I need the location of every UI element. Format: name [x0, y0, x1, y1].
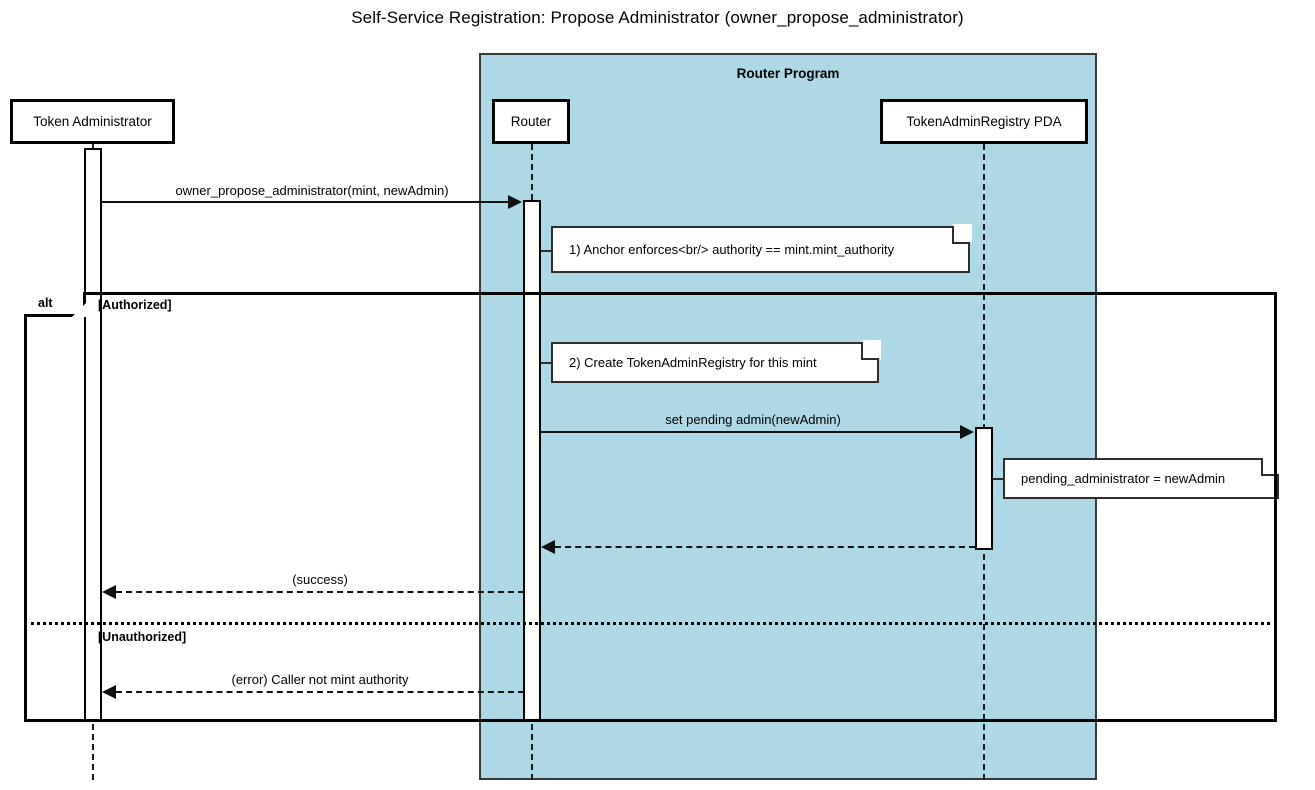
message-line-pda-return: [555, 546, 975, 548]
combined-fragment-operator-alt: alt: [24, 292, 86, 317]
note-anchor-enforces: 1) Anchor enforces<br/> authority == min…: [551, 224, 972, 273]
activation-router: [523, 200, 541, 722]
note-connector-1: [541, 250, 553, 252]
participant-label-token-admin-registry-pda: TokenAdminRegistry PDA: [906, 114, 1062, 129]
message-line-error-caller-not-mint-authority: [116, 691, 524, 693]
message-arrowhead-pda-return: [541, 540, 555, 554]
guard-label-authorized: [Authorized]: [98, 298, 172, 312]
participant-token-administrator[interactable]: Token Administrator: [10, 99, 175, 144]
note-create-token-admin-registry: 2) Create TokenAdminRegistry for this mi…: [551, 340, 881, 383]
activation-token-admin-registry-pda: [975, 427, 993, 550]
note-text-anchor-enforces: 1) Anchor enforces<br/> authority == min…: [569, 242, 895, 257]
guard-label-unauthorized: [Unauthorized]: [98, 630, 187, 644]
message-line-success: [116, 591, 524, 593]
message-arrowhead-error-caller-not-mint-authority: [102, 685, 116, 699]
note-fold-corner-icon: [861, 340, 881, 360]
message-arrowhead-set-pending-admin: [960, 425, 974, 439]
message-line-set-pending-admin: [541, 431, 960, 433]
note-text-create-token-admin-registry: 2) Create TokenAdminRegistry for this mi…: [569, 355, 817, 370]
combined-fragment-operator-label: alt: [38, 296, 53, 310]
note-fold-corner-icon: [1261, 456, 1281, 476]
note-connector-2: [541, 362, 553, 364]
participant-token-admin-registry-pda[interactable]: TokenAdminRegistry PDA: [880, 99, 1088, 144]
message-label-success: (success): [292, 572, 348, 587]
participant-label-token-administrator: Token Administrator: [33, 114, 152, 129]
message-line-owner-propose-administrator: [102, 201, 508, 203]
note-text-pending-administrator: pending_administrator = newAdmin: [1021, 471, 1226, 486]
participant-label-router: Router: [510, 114, 552, 129]
group-box-router-program: Router Program: [479, 53, 1097, 780]
message-label-set-pending-admin: set pending admin(newAdmin): [665, 412, 841, 427]
participant-router[interactable]: Router: [492, 99, 570, 144]
note-connector-3: [993, 478, 1005, 480]
message-label-error-caller-not-mint-authority: (error) Caller not mint authority: [231, 672, 409, 687]
message-label-owner-propose-administrator: owner_propose_administrator(mint, newAdm…: [175, 183, 449, 198]
group-label-router-program: Router Program: [736, 66, 840, 81]
note-fold-corner-icon: [952, 224, 972, 244]
page-title: Self-Service Registration: Propose Admin…: [351, 8, 964, 27]
combined-fragment-divider: [24, 622, 1277, 625]
message-arrowhead-success: [102, 585, 116, 599]
message-arrowhead-owner-propose-administrator: [508, 195, 522, 209]
note-pending-administrator: pending_administrator = newAdmin: [1003, 456, 1281, 499]
